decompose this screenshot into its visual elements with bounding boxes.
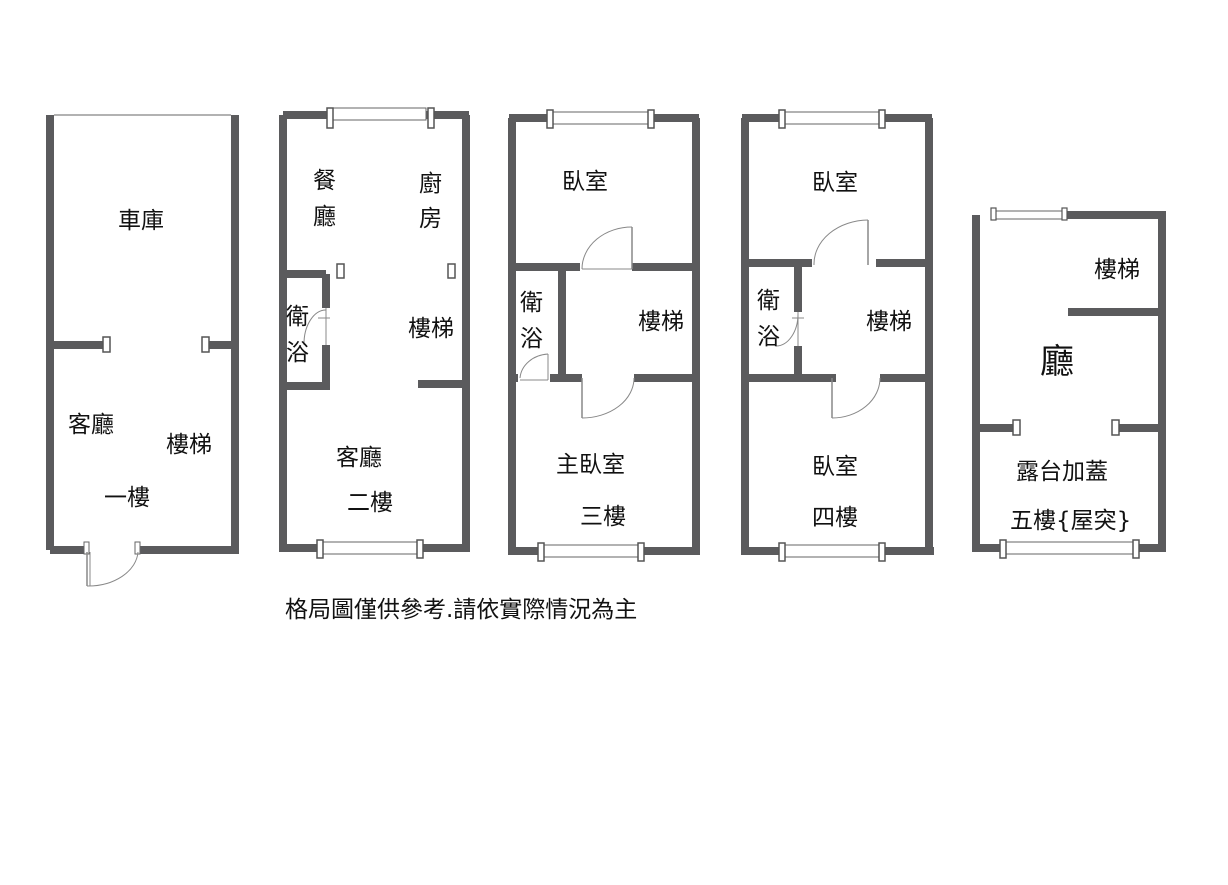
entry-door: [83, 541, 141, 587]
window-top: [993, 210, 1067, 220]
floor-2-plan: 餐 廳 廚 房 衛 浴 樓梯 客廳 二樓: [279, 107, 470, 559]
floor-4-plan: 臥室 衛 浴 樓梯 臥室 四樓: [741, 109, 934, 562]
window-frame: [647, 109, 655, 129]
window-frame: [878, 542, 886, 562]
window-frame: [999, 539, 1007, 559]
master-door: [581, 377, 635, 419]
room-label-bedroom-bottom: 臥室: [812, 454, 858, 480]
post-marker: [1111, 419, 1120, 436]
room-label-stairs: 樓梯: [166, 432, 212, 458]
bath-door: [775, 312, 804, 347]
bedroom-door: [581, 226, 633, 270]
post-marker: [1012, 419, 1021, 436]
disclaimer-note: 格局圖僅供參考.請依實際情況為主: [285, 597, 637, 623]
room-label-bath-1: 衛: [757, 288, 780, 314]
window-bottom: [540, 544, 642, 558]
window-bottom: [319, 541, 421, 555]
room-label-bedroom-top: 臥室: [812, 170, 858, 196]
window-frame: [326, 107, 334, 129]
room-label-living: 客廳: [68, 412, 114, 438]
bedroom-bottom-door: [831, 377, 881, 419]
window-frame: [416, 539, 424, 559]
window-frame: [546, 109, 554, 129]
room-label-living: 客廳: [336, 445, 382, 471]
room-label-kitchen-2: 房: [419, 206, 442, 232]
window-frame: [778, 542, 786, 562]
post-marker: [447, 263, 456, 279]
window-frame: [990, 207, 997, 221]
floor-label-4: 四樓: [812, 505, 858, 531]
bath-door: [303, 308, 330, 346]
room-label-garage: 車庫: [118, 208, 164, 234]
room-label-stairs: 樓梯: [866, 309, 912, 335]
room-label-bath-2: 浴: [520, 326, 543, 352]
room-label-kitchen-1: 廚: [419, 171, 442, 197]
room-label-terrace: 露台加蓋: [1016, 459, 1108, 485]
room-label-dining-1: 餐: [313, 168, 336, 194]
room-label-bath-2: 浴: [286, 340, 309, 366]
window-frame: [1061, 207, 1068, 221]
floor-1-walls: [46, 115, 239, 554]
floor-label-1: 一樓: [104, 485, 150, 511]
window-frame: [316, 539, 324, 559]
window-frame: [778, 109, 786, 129]
window-frame: [1132, 539, 1140, 559]
room-label-dining-2: 廳: [313, 204, 336, 230]
room-label-master: 主臥室: [556, 452, 625, 478]
room-label-stairs: 樓梯: [638, 309, 684, 335]
window-frame: [537, 542, 545, 562]
floor-5-plan: 樓梯 廳 露台加蓋 五樓{屋突}: [972, 207, 1166, 559]
window-frame: [878, 109, 886, 129]
bath-door: [519, 353, 549, 381]
floor-label-3: 三樓: [580, 504, 626, 530]
floor-label-5: 五樓{屋突}: [1010, 508, 1131, 534]
room-label-stairs: 樓梯: [1094, 257, 1140, 283]
window-bottom: [1002, 541, 1138, 555]
post-marker: [102, 336, 111, 353]
room-label-bedroom: 臥室: [562, 169, 608, 195]
post-marker: [201, 336, 210, 353]
window-frame: [427, 107, 435, 129]
window-top: [549, 111, 651, 125]
room-label-bath-1: 衛: [286, 304, 309, 330]
post-marker: [336, 263, 345, 279]
room-label-bath-1: 衛: [520, 290, 543, 316]
window-frame: [637, 542, 645, 562]
floor-label-2: 二樓: [347, 490, 393, 516]
room-label-hall: 廳: [1040, 342, 1074, 382]
bedroom-door: [813, 219, 869, 266]
window-top: [781, 111, 883, 125]
room-label-bath-2: 浴: [757, 324, 780, 350]
window-top: [329, 107, 427, 121]
window-bottom: [781, 544, 883, 558]
room-label-stairs: 樓梯: [408, 316, 454, 342]
floor-3-plan: 臥室 衛 浴 樓梯 主臥室 三樓: [508, 109, 700, 562]
floor-1-plan: 車庫 客廳 樓梯 一樓: [46, 114, 239, 587]
